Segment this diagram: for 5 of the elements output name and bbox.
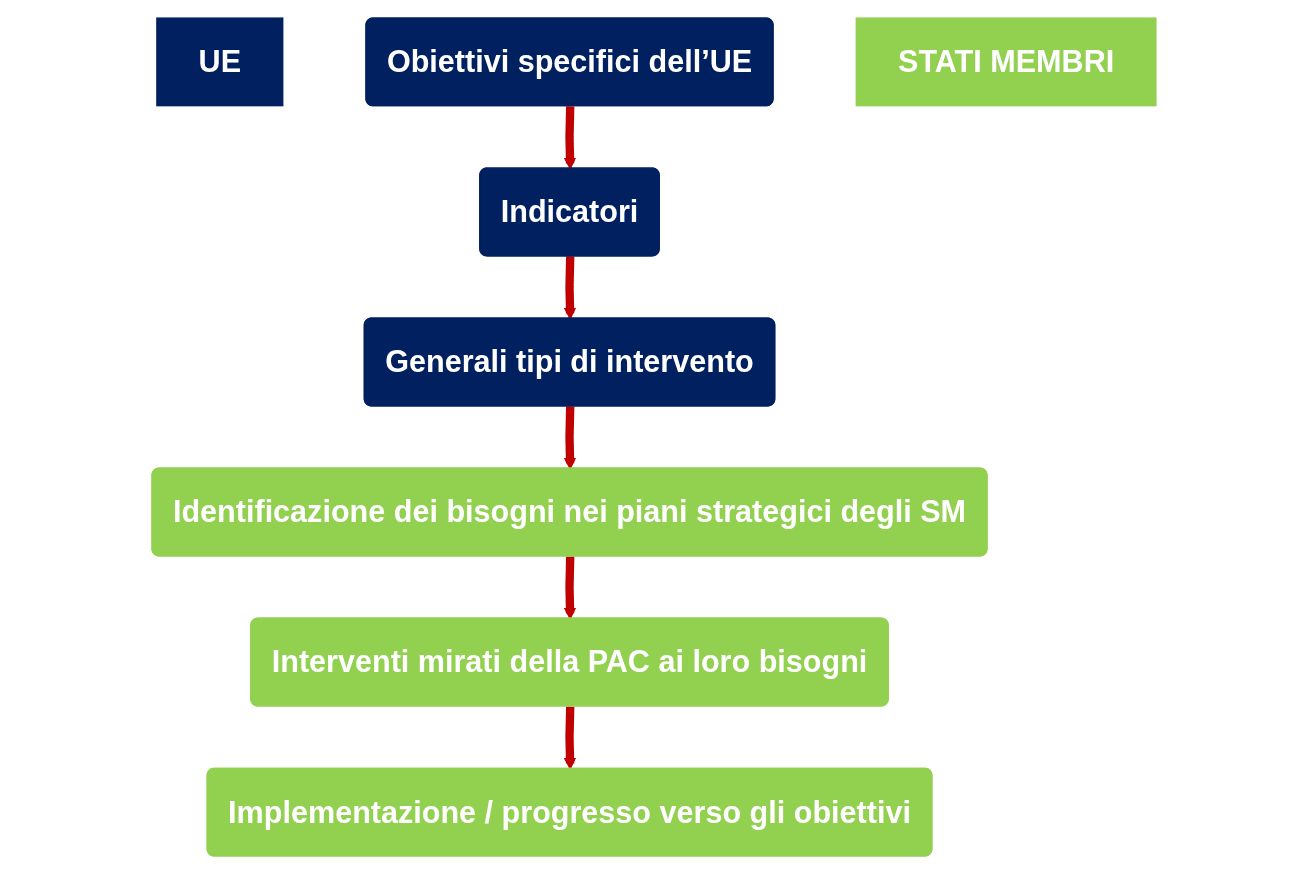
node-box: UE [155,16,283,106]
arrow [563,405,576,469]
arrow [563,105,576,169]
arrow [563,255,576,319]
node-box: STATI MEMBRI [855,16,1157,106]
